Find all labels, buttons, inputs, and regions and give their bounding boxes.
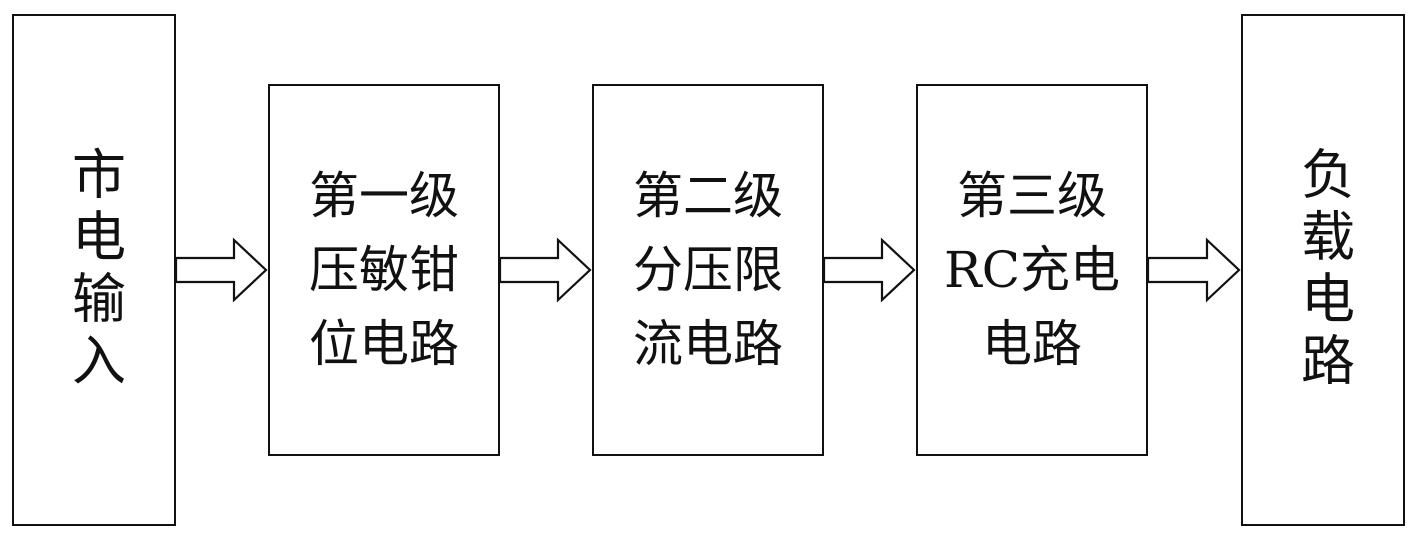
- stage3-label-line1: 第三级: [957, 167, 1107, 225]
- load-circuit-block: 负载电路: [1241, 14, 1405, 526]
- stage3-rc-charge-block: 第三级 RC充电 电路: [916, 84, 1148, 456]
- arrow-stage1-to-stage2: [498, 237, 592, 303]
- stage1-label-line1: 第一级: [309, 167, 459, 225]
- stage2-label-line1: 第二级: [633, 167, 783, 225]
- stage2-label-line3: 流电路: [633, 315, 783, 373]
- arrow-stage2-to-stage3: [822, 237, 916, 303]
- mains-input-block: 市电输入: [12, 14, 176, 526]
- stage3-label-line3: 电路: [982, 315, 1082, 373]
- stage2-label: 第二级 分压限 流电路: [633, 159, 783, 381]
- stage2-divider-limiter-block: 第二级 分压限 流电路: [592, 84, 824, 456]
- load-circuit-label: 负载电路: [1291, 146, 1355, 394]
- stage3-label: 第三级 RC充电 电路: [944, 159, 1120, 381]
- stage1-varistor-clamp-block: 第一级 压敏钳 位电路: [268, 84, 500, 456]
- arrow-stage3-to-load: [1146, 237, 1241, 303]
- stage3-label-line2: RC充电: [944, 241, 1120, 299]
- stage2-label-line2: 分压限: [633, 241, 783, 299]
- stage1-label-line2: 压敏钳: [309, 241, 459, 299]
- stage1-label: 第一级 压敏钳 位电路: [309, 159, 459, 381]
- mains-input-label: 市电输入: [62, 146, 126, 394]
- stage1-label-line3: 位电路: [309, 315, 459, 373]
- arrow-input-to-stage1: [174, 237, 268, 303]
